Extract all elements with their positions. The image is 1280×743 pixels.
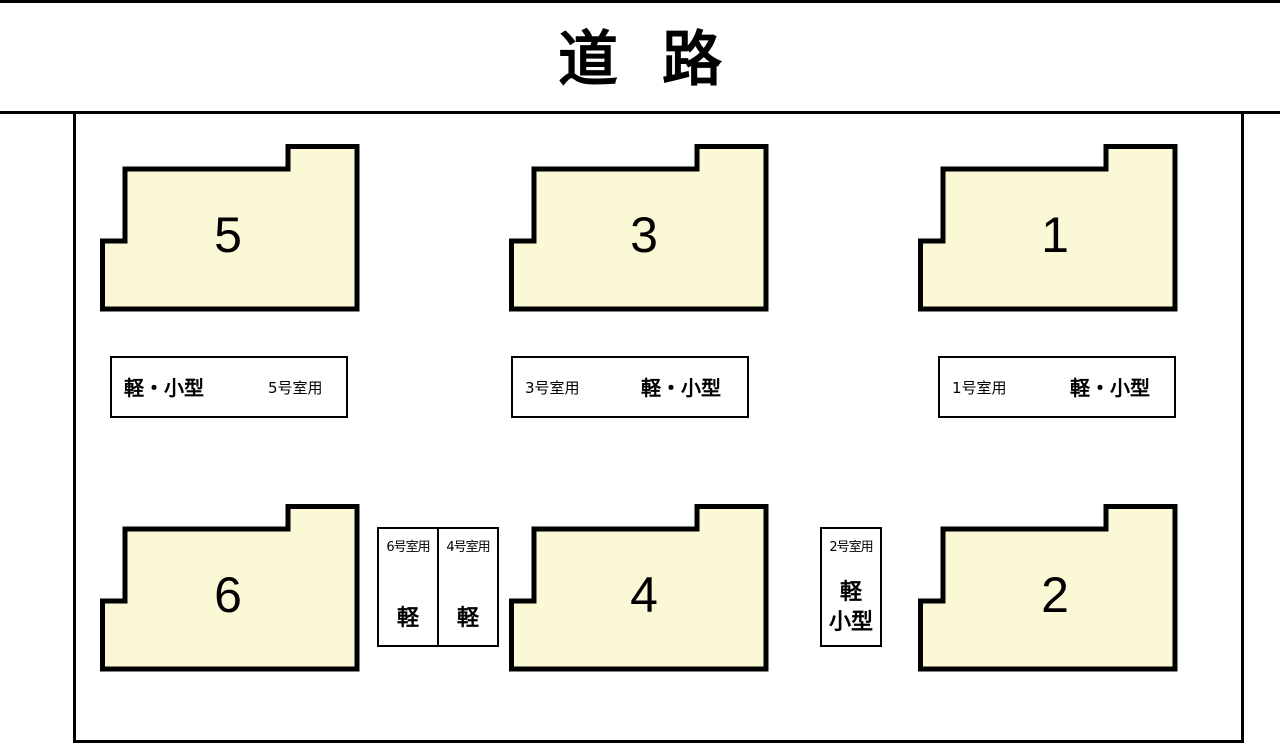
parking-room-label: 3号室用 — [525, 379, 580, 397]
unit-number: 5 — [214, 207, 242, 263]
parking-space-5: 軽・小型 5号室用 — [110, 356, 348, 418]
parking-type-label: 軽・小型 — [1070, 376, 1150, 400]
unit-4-footprint — [509, 504, 769, 672]
unit-6-footprint — [100, 504, 360, 672]
unit-2-footprint — [918, 504, 1178, 672]
unit-number: 3 — [630, 207, 658, 263]
unit-number: 4 — [630, 567, 658, 623]
parking-room-label: 2号室用 — [829, 540, 873, 555]
unit-1-footprint — [918, 144, 1178, 312]
parking-type-label: 軽・小型 — [124, 376, 204, 400]
parking-space-6: 6号室用 軽 — [377, 527, 439, 647]
parking-room-label: 5号室用 — [268, 379, 323, 397]
parking-room-label: 6号室用 — [386, 540, 430, 555]
road-top-line — [0, 0, 1280, 3]
unit-3-footprint — [509, 144, 769, 312]
road-label: 道路 — [558, 25, 766, 95]
parking-space-4: 4号室用 軽 — [437, 527, 499, 647]
lot-boundary — [73, 112, 1244, 743]
unit-number: 2 — [1041, 567, 1069, 623]
parking-type-label: 軽・小型 — [641, 376, 721, 400]
parking-room-label: 4号室用 — [446, 540, 490, 555]
unit-5-footprint — [100, 144, 360, 312]
parking-space-1: 1号室用 軽・小型 — [938, 356, 1176, 418]
parking-type-label: 小型 — [828, 610, 873, 635]
parking-type-label: 軽 — [396, 606, 419, 631]
parking-space-3: 3号室用 軽・小型 — [511, 356, 749, 418]
parking-type-label: 軽 — [839, 580, 862, 605]
unit-number: 1 — [1041, 207, 1069, 263]
unit-number: 6 — [214, 567, 242, 623]
parking-type-label: 軽 — [456, 606, 479, 631]
parking-room-label: 1号室用 — [952, 379, 1007, 397]
parking-space-2: 2号室用 軽 小型 — [820, 527, 882, 647]
road-edge-line — [0, 111, 1280, 114]
